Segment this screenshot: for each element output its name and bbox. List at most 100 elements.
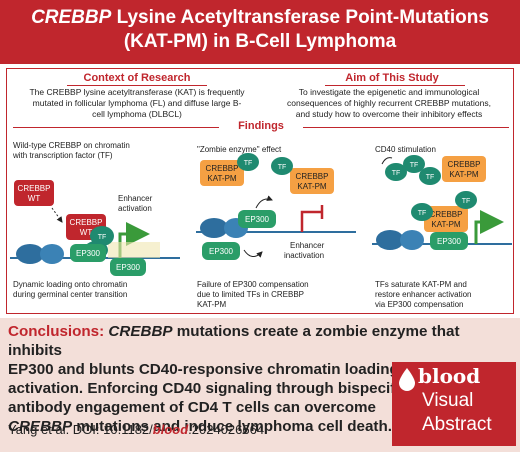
conclusions-text: Conclusions: CREBBP mutations create a z…	[8, 322, 508, 436]
panel3-tf	[419, 167, 441, 185]
panel3-tf-label: TF	[392, 170, 401, 177]
panel2-tf	[271, 157, 293, 175]
aim-rule	[325, 85, 465, 86]
panel3-crebbp-label: CREBBP	[430, 210, 463, 219]
panel3-tf	[403, 155, 425, 173]
panel1-enhancer-label-l1: Enhancer	[118, 194, 153, 203]
badge-line-1: Visual	[422, 390, 474, 411]
panel2-diagram: CREBBP KAT-PM TF CREBBP KAT-PM TF EP300 …	[196, 153, 356, 260]
panel2-curve-arrow-2	[243, 249, 263, 258]
conclusions-l5: mutations and induce lymphoma cell death…	[72, 418, 392, 435]
panel1-title: Wild-type CREBBP on chromatin with trans…	[13, 141, 130, 161]
panel3-nucleosome	[400, 230, 424, 250]
panel3-caption-l3: via EP300 compensation	[375, 300, 464, 309]
citation-suffix: .2024026664	[188, 422, 265, 437]
title-line-1: CREBBP Lysine Acetyltransferase Point-Mu…	[0, 6, 520, 30]
panel2-caption-l3: KAT-PM	[197, 300, 227, 309]
panel2-ep300-label: EP300	[209, 247, 234, 256]
visual-abstract-badge: blood Visual Abstract	[392, 362, 516, 446]
panel3-diagram: TF TF TF CREBBP KAT-PM CREBBP KAT-PM TF …	[372, 155, 512, 250]
panel2-title: "Zombie enzyme" effect	[197, 145, 282, 154]
citation-prefix: Yang et al. DOI: 10.1182/	[8, 422, 153, 437]
panel2-ep300-label: EP300	[245, 215, 270, 224]
panel1-caption: Dynamic loading onto chromatin during ge…	[13, 280, 127, 300]
header-banner: CREBBP Lysine Acetyltransferase Point-Mu…	[0, 0, 520, 64]
blood-logo: blood	[418, 364, 481, 388]
panel1-caption-l1: Dynamic loading onto chromatin	[13, 280, 128, 289]
panel3-caption: TFs saturate KAT-PM and restore enhancer…	[375, 280, 472, 310]
findings-heading: Findings	[238, 120, 284, 132]
panel2-enhancer-label-l1: Enhancer	[290, 241, 325, 250]
panel1-enhancer-region	[108, 242, 160, 258]
citation[interactable]: Yang et al. DOI: 10.1182/blood.202402666…	[8, 422, 264, 437]
panel3-tf	[385, 163, 407, 181]
blood-drop-icon	[399, 368, 415, 391]
panel1-ep300-free	[110, 258, 146, 276]
panel1-wt-label: WT	[80, 228, 93, 237]
panel3-katpm-label: KAT-PM	[449, 170, 479, 179]
conclusions-label: Conclusions:	[8, 323, 109, 340]
panel1-ep300-label: EP300	[116, 263, 141, 272]
panel3-caption-l2: restore enhancer activation	[375, 290, 472, 299]
findings-rule-left	[13, 127, 219, 128]
panel3-crebbp-label: CREBBP	[448, 160, 481, 169]
aim-text-l2: consequences of highly recurrent CREBBP …	[287, 98, 491, 108]
panel1-ep300-bound	[70, 244, 106, 262]
panel2-inactivation-arrow	[300, 210, 322, 232]
panel2-tf-label: TF	[244, 160, 253, 167]
panel1-enhancer-label-l2: activation	[118, 204, 152, 213]
aim-heading: Aim of This Study	[345, 72, 439, 84]
panel3-tf	[411, 203, 433, 221]
panel2-tf-label: TF	[278, 164, 287, 171]
panel1-crebbp-label: CREBBP	[70, 218, 103, 227]
panel2-nucleosome	[200, 218, 228, 238]
panel3-katpm-bound	[424, 206, 468, 232]
panel3-katpm-label: KAT-PM	[431, 220, 461, 229]
panel2-katpm-2	[290, 168, 334, 194]
aim-text-l3: and study how to overcome their inhibito…	[295, 109, 483, 119]
aim-text-l1: To investigate the epigenetic and immuno…	[298, 87, 480, 97]
panel3-nucleosome	[376, 230, 404, 250]
panel1-nucleosome	[40, 244, 64, 264]
context-text-l1: The CREBBP lysine acetyltransferase (KAT…	[29, 87, 245, 97]
context-text-l3: cell lymphoma (DLBCL)	[92, 109, 182, 119]
panel2-katpm-label: KAT-PM	[207, 174, 237, 183]
panel2-crebbp-label: CREBBP	[206, 164, 239, 173]
context-text-l2: mutated in follicular lymphoma (FL) and …	[32, 98, 242, 108]
panel2-ep300-top	[238, 210, 276, 228]
panel2-katpm-label: KAT-PM	[297, 182, 327, 191]
title-gene: CREBBP	[31, 7, 112, 28]
panel2-caption-l1: Failure of EP300 compensation	[197, 280, 309, 289]
panel3-tf-label: TF	[462, 198, 471, 205]
abstract-panel: Context of Research The CREBBP lysine ac…	[6, 68, 514, 314]
conclusions-l1: mutations create a zombie enzyme that in…	[8, 323, 460, 359]
conclusions-gene: CREBBP	[108, 323, 173, 340]
panel2-tf	[237, 153, 259, 171]
panel3-tf	[455, 191, 477, 209]
panel2-caption: Failure of EP300 compensation due to lim…	[197, 280, 309, 310]
panel3-title: CD40 stimulation	[375, 145, 436, 154]
panel1-wt-label: WT	[28, 194, 41, 203]
panel1-title-l2: with transcription factor (TF)	[13, 151, 113, 160]
panel1-crebbp-label: CREBBP	[18, 184, 51, 193]
panel3-tf-label: TF	[418, 210, 427, 217]
panel1-nucleosome	[16, 244, 44, 264]
panel1-tf-label: TF	[98, 234, 107, 241]
panel1-caption-l2: during germinal center transition	[13, 290, 128, 299]
badge-line-2: Abstract	[422, 414, 492, 435]
context-rule	[67, 85, 207, 86]
title-rest: Lysine Acetyltransferase Point-Mutations	[111, 7, 489, 28]
panel2-crebbp-label: CREBBP	[296, 172, 329, 181]
conclusions-gene-2: CREBBP	[8, 418, 73, 435]
panel3-katpm-top	[442, 156, 486, 182]
conclusions-l4: antibody engagement of CD4 T cells can o…	[8, 399, 376, 416]
conclusions-l3: activation. Enforcing CD40 signaling thr…	[8, 380, 408, 397]
context-heading: Context of Research	[83, 72, 191, 84]
panel1-title-l1: Wild-type CREBBP on chromatin	[13, 141, 130, 150]
panel1-load-arrow	[51, 207, 63, 223]
conclusions-l2: EP300 and blunts CD40-responsive chromat…	[8, 361, 502, 378]
context-text: The CREBBP lysine acetyltransferase (KAT…	[17, 87, 257, 120]
panel2-katpm-1	[200, 160, 244, 186]
citation-journal: blood	[152, 422, 189, 437]
